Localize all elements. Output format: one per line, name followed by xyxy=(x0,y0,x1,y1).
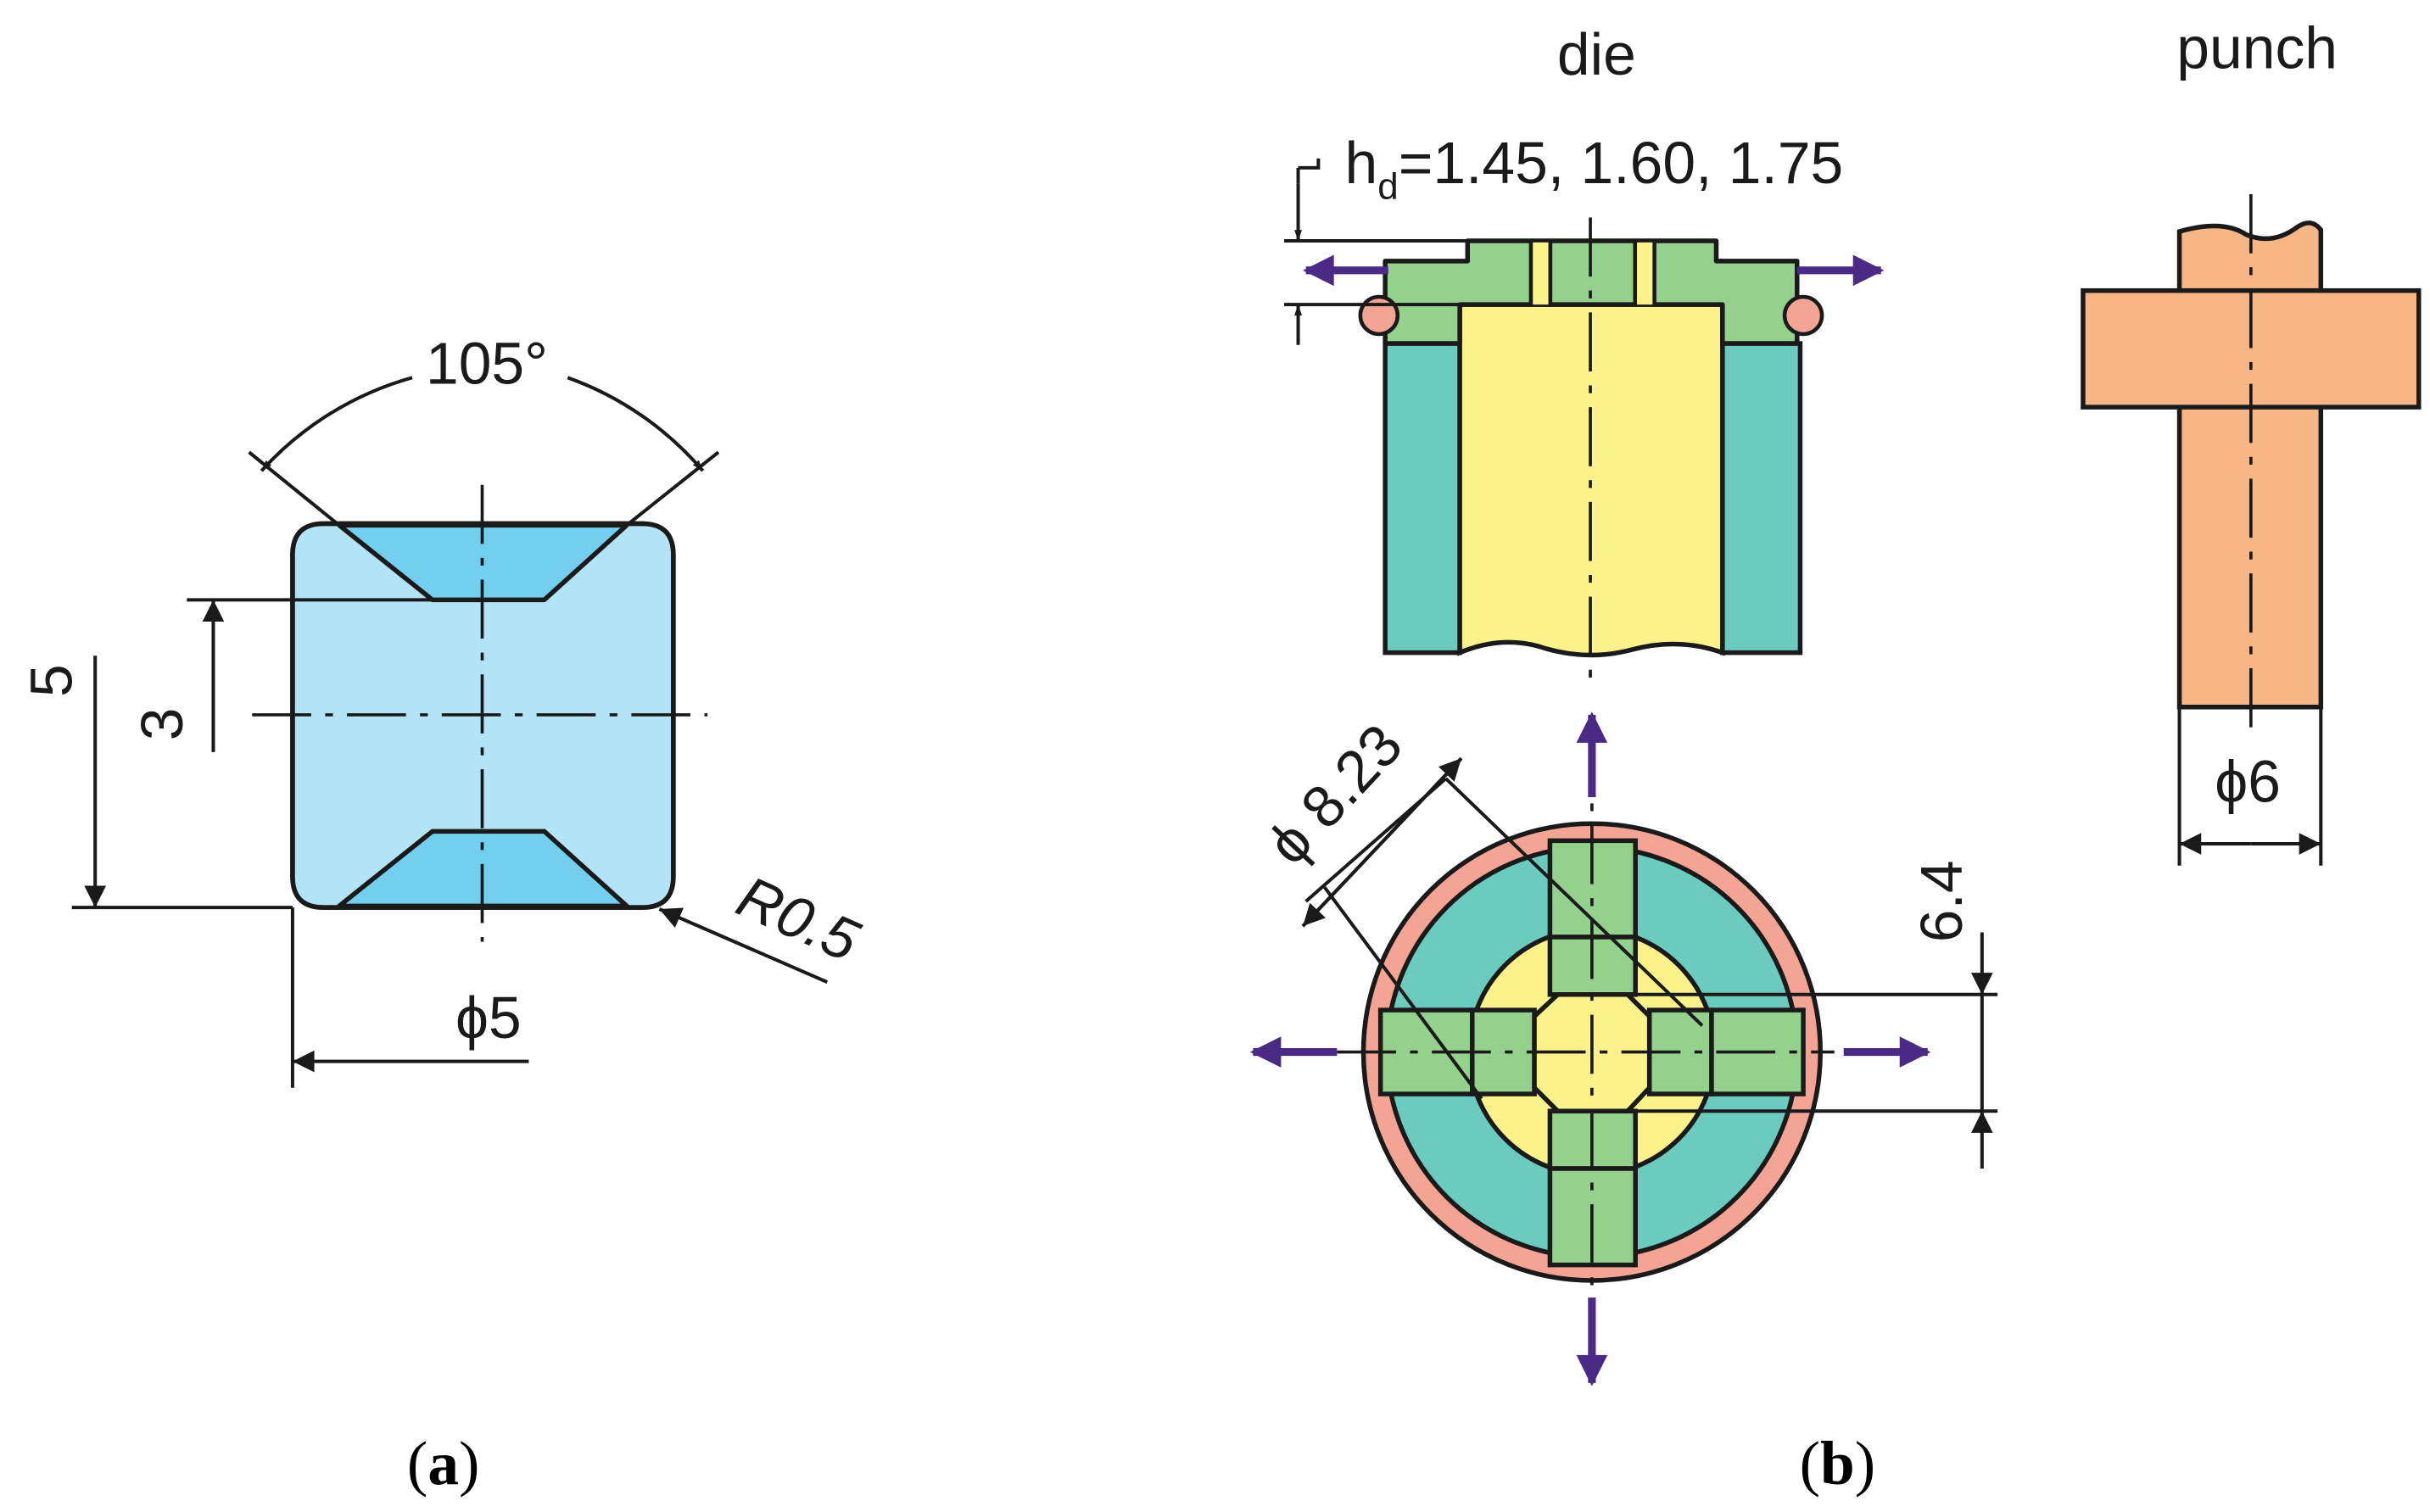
dim-height-outer: 5 xyxy=(19,664,85,697)
die-title: die xyxy=(1557,21,1636,87)
panel-a: 105° 5 3 ϕ5 R0.5 (a) xyxy=(19,331,869,1498)
dim-width: 6.4 xyxy=(1908,860,1975,942)
angle-label: 105° xyxy=(426,331,548,397)
die-top-view: ϕ 8.23 6.4 xyxy=(1249,711,1998,1386)
die-yellow-core xyxy=(1457,302,1725,658)
caption-a: (a) xyxy=(407,1429,479,1498)
punch-view: punch ϕ6 xyxy=(2081,15,2422,866)
dim-die-diameter: ϕ 8.23 xyxy=(1254,711,1415,877)
die-side-view: die hd=1.45, 1.60, 1.75 xyxy=(1284,21,1885,684)
dim-punch-diameter: ϕ6 xyxy=(2215,749,2281,815)
dim-diameter: ϕ5 xyxy=(455,985,522,1051)
angle-arc-right xyxy=(567,376,705,472)
hd-label: hd=1.45, 1.60, 1.75 xyxy=(1345,130,1844,207)
die-teal-left xyxy=(1383,341,1462,656)
dim-height-inner: 3 xyxy=(129,708,195,741)
ring-section-right xyxy=(1782,294,1824,337)
die-teal-right xyxy=(1720,341,1803,656)
ring-section-left xyxy=(1358,294,1400,337)
caption-b: (b) xyxy=(1800,1429,1876,1498)
dim-radius: R0.5 xyxy=(728,863,869,974)
punch-title: punch xyxy=(2176,15,2338,81)
angle-arc-left xyxy=(260,376,413,472)
